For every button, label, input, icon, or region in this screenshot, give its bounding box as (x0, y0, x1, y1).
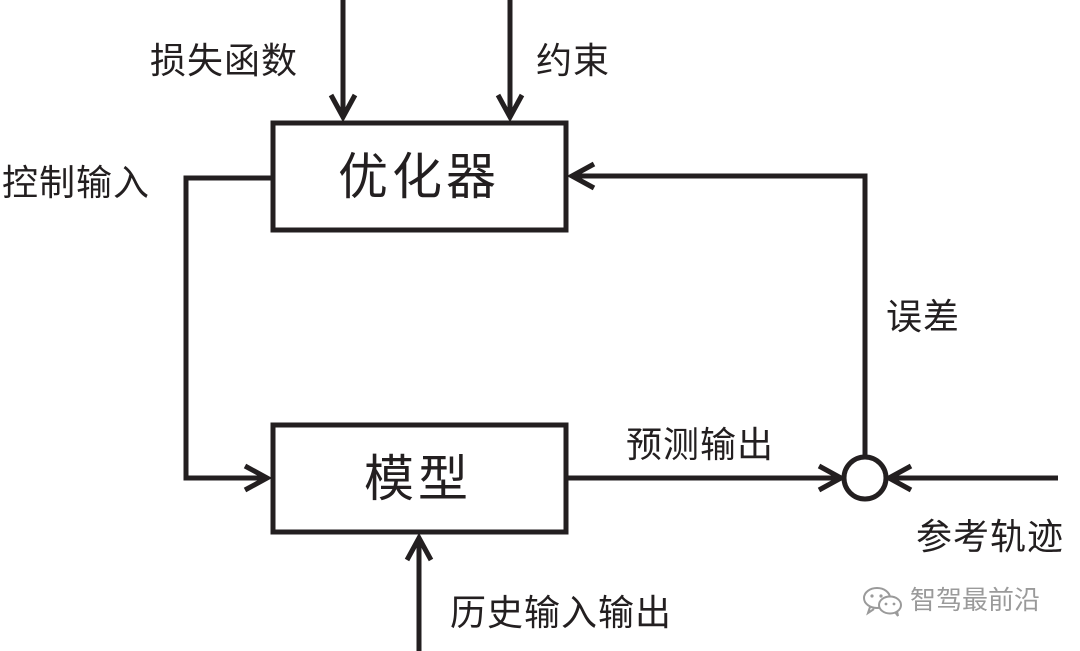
predicted-output-arrowhead (817, 463, 847, 493)
control-input-label: 控制输入 (2, 163, 151, 204)
control-input-arrowhead (243, 463, 273, 493)
predicted-output-label: 预测输出 (626, 425, 775, 466)
constraint-arrowhead (495, 93, 525, 123)
reference-trajectory-label: 参考轨迹 (916, 517, 1065, 558)
constraint-label: 约束 (536, 41, 611, 82)
model-label: 模型 (364, 450, 472, 508)
error-feedback-arrowhead (566, 161, 596, 191)
reference-trajectory-arrowhead (883, 463, 913, 493)
loss-function-label: 损失函数 (150, 41, 299, 82)
wechat-icon (863, 587, 902, 617)
optimizer-label: 优化器 (338, 148, 500, 206)
summing-junction (841, 454, 889, 502)
watermark: 智驾最前沿 (862, 585, 1040, 617)
loss-function-arrowhead (328, 93, 358, 123)
history-io-arrowhead (404, 532, 434, 562)
error-feedback-line (572, 173, 868, 457)
control-input-line (183, 175, 273, 481)
error-label: 误差 (886, 297, 961, 338)
watermark-text: 智驾最前沿 (910, 586, 1041, 616)
history-io-label: 历史输入输出 (450, 593, 673, 634)
